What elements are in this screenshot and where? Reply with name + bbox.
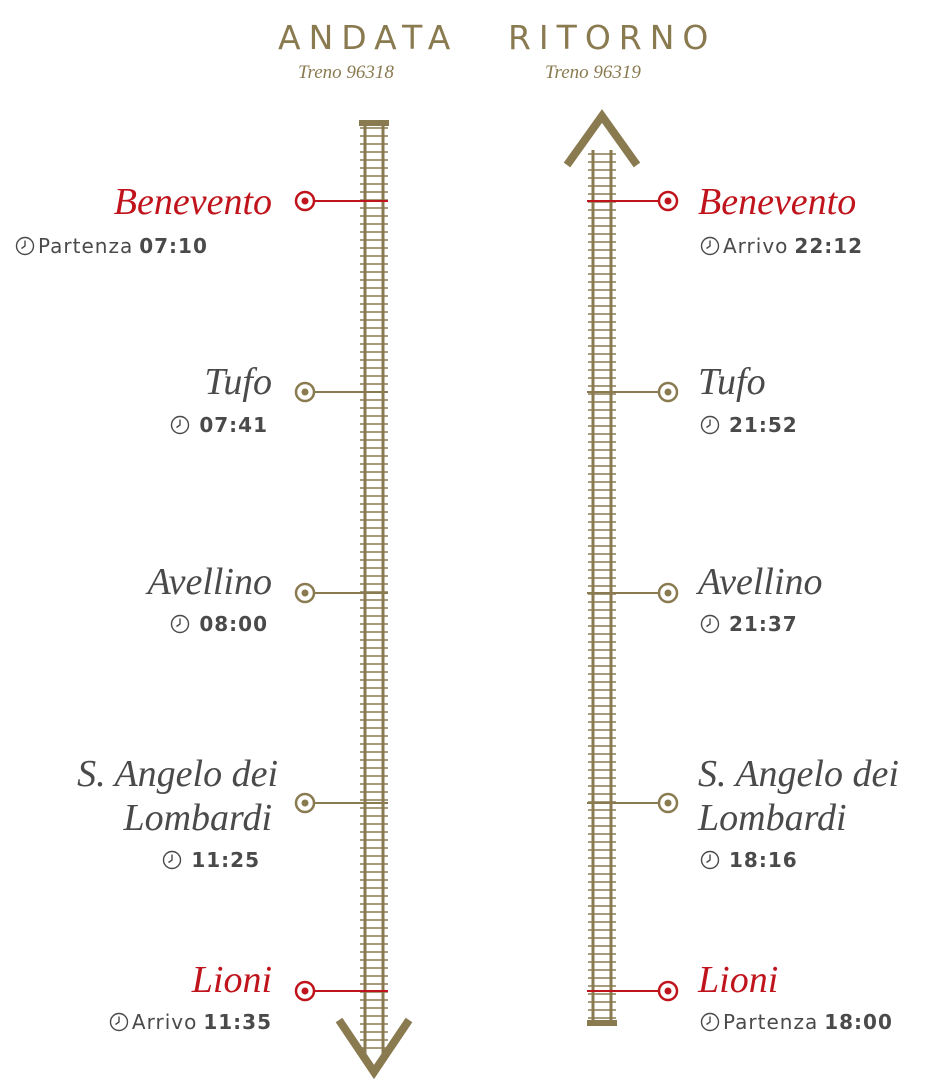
andata-time-tufo: 07:41 xyxy=(170,413,268,437)
ritorno-station-tufo: Tufo xyxy=(698,361,766,403)
andata-connectors xyxy=(313,200,388,992)
ritorno-value-avellino: 21:37 xyxy=(729,612,798,636)
ritorno-title: RITORNO xyxy=(508,18,717,57)
ritorno-station-sangelo-line2: Lombardi xyxy=(698,797,847,839)
andata-label-lioni: Arrivo xyxy=(131,1010,198,1034)
andata-markers xyxy=(294,190,316,1002)
andata-label-benevento: Partenza xyxy=(38,234,134,258)
ritorno-time-sangelo: 18:16 xyxy=(700,848,798,872)
station-marker-icon xyxy=(294,381,316,403)
andata-title: ANDATA xyxy=(278,18,459,57)
andata-station-sangelo-line2: Lombardi xyxy=(123,797,272,839)
arrow-down-icon xyxy=(335,1017,413,1079)
clock-icon xyxy=(171,614,190,634)
clock-icon xyxy=(700,1012,720,1032)
andata-time-sangelo: 11:25 xyxy=(162,848,260,872)
clock-icon xyxy=(700,236,720,256)
ritorno-station-benevento: Benevento xyxy=(698,181,857,223)
ritorno-time-tufo: 21:52 xyxy=(700,413,798,437)
andata-station-benevento: Benevento xyxy=(113,181,272,223)
andata-track xyxy=(359,120,389,1058)
ritorno-station-lioni: Lioni xyxy=(698,959,779,1001)
station-marker-icon xyxy=(294,582,316,604)
andata-value-tufo: 07:41 xyxy=(199,413,268,437)
ritorno-label-lioni: Partenza xyxy=(723,1010,819,1034)
clock-icon xyxy=(15,236,35,256)
clock-icon xyxy=(700,614,720,634)
andata-station-tufo: Tufo xyxy=(204,361,272,403)
clock-icon xyxy=(700,850,720,870)
andata-station-lioni: Lioni xyxy=(191,959,272,1001)
station-marker-icon xyxy=(294,792,316,814)
clock-icon xyxy=(171,415,190,435)
station-marker-icon xyxy=(657,190,679,212)
ritorno-station-sangelo-line1: S. Angelo dei xyxy=(698,753,899,795)
clock-icon xyxy=(700,415,720,435)
station-marker-icon xyxy=(657,381,679,403)
arrow-up-icon xyxy=(563,109,641,168)
ritorno-connectors xyxy=(587,200,660,992)
andata-station-sangelo-line1: S. Angelo dei xyxy=(77,753,278,795)
ritorno-label-benevento: Arrivo xyxy=(723,234,789,258)
station-marker-icon xyxy=(294,190,316,212)
ritorno-value-benevento: 22:12 xyxy=(794,234,864,258)
station-marker-icon xyxy=(657,582,679,604)
ritorno-value-sangelo: 18:16 xyxy=(729,848,798,872)
station-marker-icon xyxy=(657,980,679,1002)
station-marker-icon xyxy=(657,792,679,814)
andata-value-benevento: 07:10 xyxy=(139,234,208,258)
ritorno-value-tufo: 21:52 xyxy=(729,413,798,437)
ritorno-train: Treno 96319 xyxy=(545,62,641,83)
ritorno-markers xyxy=(657,190,679,1002)
andata-station-avellino: Avellino xyxy=(147,561,272,603)
ritorno-station-avellino: Avellino xyxy=(698,561,823,603)
clock-icon xyxy=(163,850,182,870)
andata-value-sangelo: 11:25 xyxy=(191,848,260,872)
andata-value-lioni: 11:35 xyxy=(203,1010,272,1034)
ritorno-track xyxy=(587,150,617,1026)
andata-train: Treno 96318 xyxy=(298,62,394,83)
clock-icon xyxy=(109,1012,129,1032)
andata-time-avellino: 08:00 xyxy=(170,612,268,636)
andata-value-avellino: 08:00 xyxy=(199,612,268,636)
ritorno-time-avellino: 21:37 xyxy=(700,612,798,636)
station-marker-icon xyxy=(294,980,316,1002)
ritorno-value-lioni: 18:00 xyxy=(824,1010,893,1034)
